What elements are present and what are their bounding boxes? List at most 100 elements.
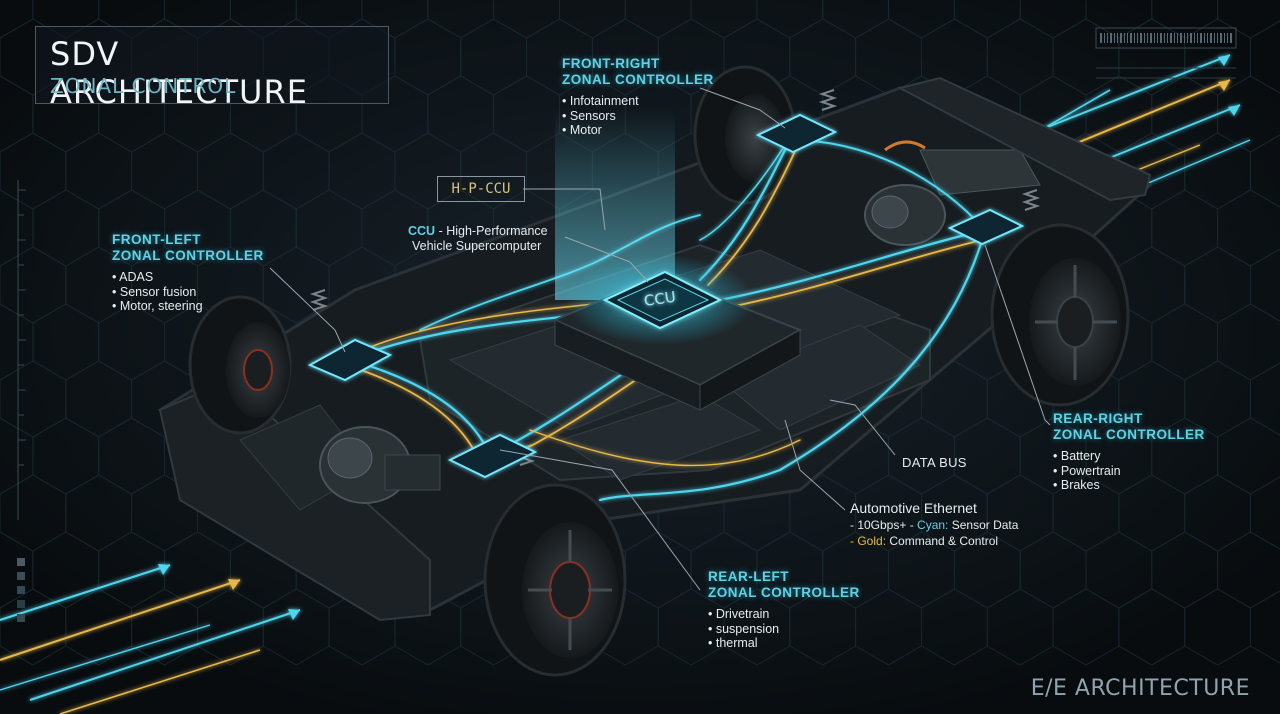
barcode-bar xyxy=(1154,33,1155,43)
list-item: Brakes xyxy=(1053,478,1253,493)
barcode-bar xyxy=(1120,33,1122,43)
ethernet-speed: - 10Gbps+ - xyxy=(850,518,918,532)
barcode-bar xyxy=(1174,33,1175,43)
list-item: Battery xyxy=(1053,449,1253,464)
hex-cell xyxy=(1250,590,1280,664)
rear-right-zone-label: REAR-RIGHT ZONAL CONTROLLER Battery Powe… xyxy=(1053,411,1253,493)
hpccu-box-label: H-P-CCU xyxy=(437,176,525,202)
motor-icon xyxy=(319,426,441,504)
barcode-bar xyxy=(1144,33,1145,43)
list-item: Motor, steering xyxy=(112,299,312,314)
barcode-bar xyxy=(1137,33,1138,43)
barcode-bar xyxy=(1227,33,1228,43)
front-left-list: ADAS Sensor fusion Motor, steering xyxy=(112,270,312,314)
front-left-zone-label: FRONT-LEFT ZONAL CONTROLLER ADAS Sensor … xyxy=(112,232,312,314)
barcode-bar xyxy=(1134,33,1135,43)
barcode-bar xyxy=(1194,33,1195,43)
barcode-bar xyxy=(1110,33,1112,43)
barcode-bar xyxy=(1100,33,1102,43)
ethernet-gold-line: - Gold: Command & Control xyxy=(850,534,1018,548)
barcode-bar xyxy=(1224,33,1225,43)
left-ruler xyxy=(17,180,26,520)
ethernet-cyan-line: - 10Gbps+ - Cyan: Sensor Data xyxy=(850,518,1018,532)
page-subtitle: ZONAL CONTROL xyxy=(50,74,237,98)
cyan-key: Cyan: xyxy=(917,518,949,532)
front-right-list: Infotainment Sensors Motor xyxy=(562,94,762,138)
barcode-bar xyxy=(1187,33,1188,43)
ccu-desc-line2: Vehicle Supercomputer xyxy=(412,239,542,253)
rear-right-title-1: REAR-RIGHT xyxy=(1053,411,1143,426)
list-item: Sensor fusion xyxy=(112,285,312,300)
ccu-description: CCU - High-Performance Vehicle Supercomp… xyxy=(408,224,548,254)
zonal-controller-icon xyxy=(307,338,393,382)
barcode-bar xyxy=(1170,33,1172,43)
barcode-decoration xyxy=(1095,27,1237,79)
ccu-unit xyxy=(552,110,803,411)
gold-key: Gold: xyxy=(857,534,887,548)
list-item: Infotainment xyxy=(562,94,762,109)
title-panel: SDV ARCHITECTURE ZONAL CONTROL xyxy=(35,26,389,111)
barcode-bar xyxy=(1184,33,1185,43)
list-item: suspension xyxy=(708,622,908,637)
barcode-bar xyxy=(1114,33,1115,43)
barcode-bar xyxy=(1147,33,1148,43)
cyan-desc: Sensor Data xyxy=(948,518,1019,532)
barcode-bar xyxy=(1230,33,1232,43)
zonal-controller-icon xyxy=(447,433,538,479)
wheel-icon xyxy=(483,483,627,677)
barcode-bar xyxy=(1167,33,1168,43)
barcode-bar xyxy=(1124,33,1125,43)
list-item: Powertrain xyxy=(1053,464,1253,479)
list-item: ADAS xyxy=(112,270,312,285)
barcode-bar xyxy=(1117,33,1118,43)
front-right-title-1: FRONT-RIGHT xyxy=(562,56,660,71)
speed-streaks-left xyxy=(0,564,301,714)
rear-left-list: Drivetrain suspension thermal xyxy=(708,607,908,651)
barcode-bar xyxy=(1130,33,1132,43)
list-item: Motor xyxy=(562,123,762,138)
barcode-bar xyxy=(1104,33,1105,43)
ethernet-legend: Automotive Ethernet - 10Gbps+ - Cyan: Se… xyxy=(850,500,1018,548)
barcode-bar xyxy=(1220,33,1222,43)
swatches xyxy=(17,558,25,622)
list-item: thermal xyxy=(708,636,908,651)
page-title: SDV ARCHITECTURE xyxy=(50,35,308,111)
chip-icon xyxy=(602,270,723,330)
zonal-controller-icon xyxy=(947,208,1025,246)
barcode-bar xyxy=(1157,33,1158,43)
front-right-zone-label: FRONT-RIGHT ZONAL CONTROLLER Infotainmen… xyxy=(562,56,762,138)
list-item: Drivetrain xyxy=(708,607,908,622)
ccu-desc-prefix: CCU xyxy=(408,224,436,238)
barcode-bar xyxy=(1207,33,1208,43)
barcode-bar xyxy=(1180,33,1182,43)
barcode-bar xyxy=(1204,33,1205,43)
wheel-icon xyxy=(990,223,1130,407)
front-left-title-2: ZONAL CONTROLLER xyxy=(112,248,264,263)
rear-right-list: Battery Powertrain Brakes xyxy=(1053,449,1253,493)
ccu-chip-label: CCU xyxy=(643,288,677,310)
ethernet-title: Automotive Ethernet xyxy=(850,500,977,516)
gold-prefix: - xyxy=(850,534,858,548)
ccu-desc-line1: - High-Performance xyxy=(435,224,548,238)
list-item: Sensors xyxy=(562,109,762,124)
barcode-bar xyxy=(1190,33,1192,43)
barcode-bar xyxy=(1140,33,1142,43)
barcode-bar xyxy=(1197,33,1198,43)
rear-left-title-2: ZONAL CONTROLLER xyxy=(708,585,860,600)
barcode-bar xyxy=(1214,33,1215,43)
footer-label: E/E ARCHITECTURE xyxy=(1030,676,1250,701)
rear-left-title-1: REAR-LEFT xyxy=(708,569,789,584)
barcode-bar xyxy=(1127,33,1128,43)
rear-motor-icon xyxy=(864,140,1041,246)
wheel-icon xyxy=(188,295,292,435)
rear-right-title-2: ZONAL CONTROLLER xyxy=(1053,427,1205,442)
zonal-controller-icon xyxy=(755,113,838,154)
front-right-title-2: ZONAL CONTROLLER xyxy=(562,72,714,87)
barcode-bar xyxy=(1164,33,1165,43)
barcode-bar xyxy=(1210,33,1212,43)
data-bus-label: DATA BUS xyxy=(902,455,967,470)
gold-desc: Command & Control xyxy=(886,534,999,548)
barcode-bar xyxy=(1200,33,1202,43)
barcode-bar xyxy=(1107,33,1108,43)
barcode-bar xyxy=(1160,33,1162,43)
